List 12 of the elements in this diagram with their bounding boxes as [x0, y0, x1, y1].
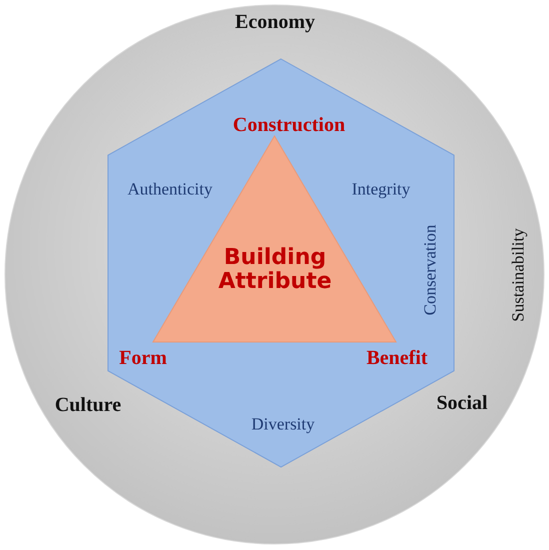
node-label: Authenticity — [128, 180, 212, 200]
node-label: Social — [436, 392, 488, 414]
corner-label: Form — [119, 347, 167, 369]
node-label: Culture — [54, 394, 122, 416]
corner-label: Construction — [232, 114, 346, 136]
node-label: Conservation — [422, 224, 440, 316]
node-label: Diversity — [251, 416, 315, 434]
node-label: Sustainability — [510, 228, 528, 322]
node-label: Integrity — [352, 180, 410, 200]
node-label: Economy — [235, 11, 315, 33]
corner-label: Benefit — [366, 347, 428, 369]
node-label: Building Attribute — [217, 246, 333, 294]
